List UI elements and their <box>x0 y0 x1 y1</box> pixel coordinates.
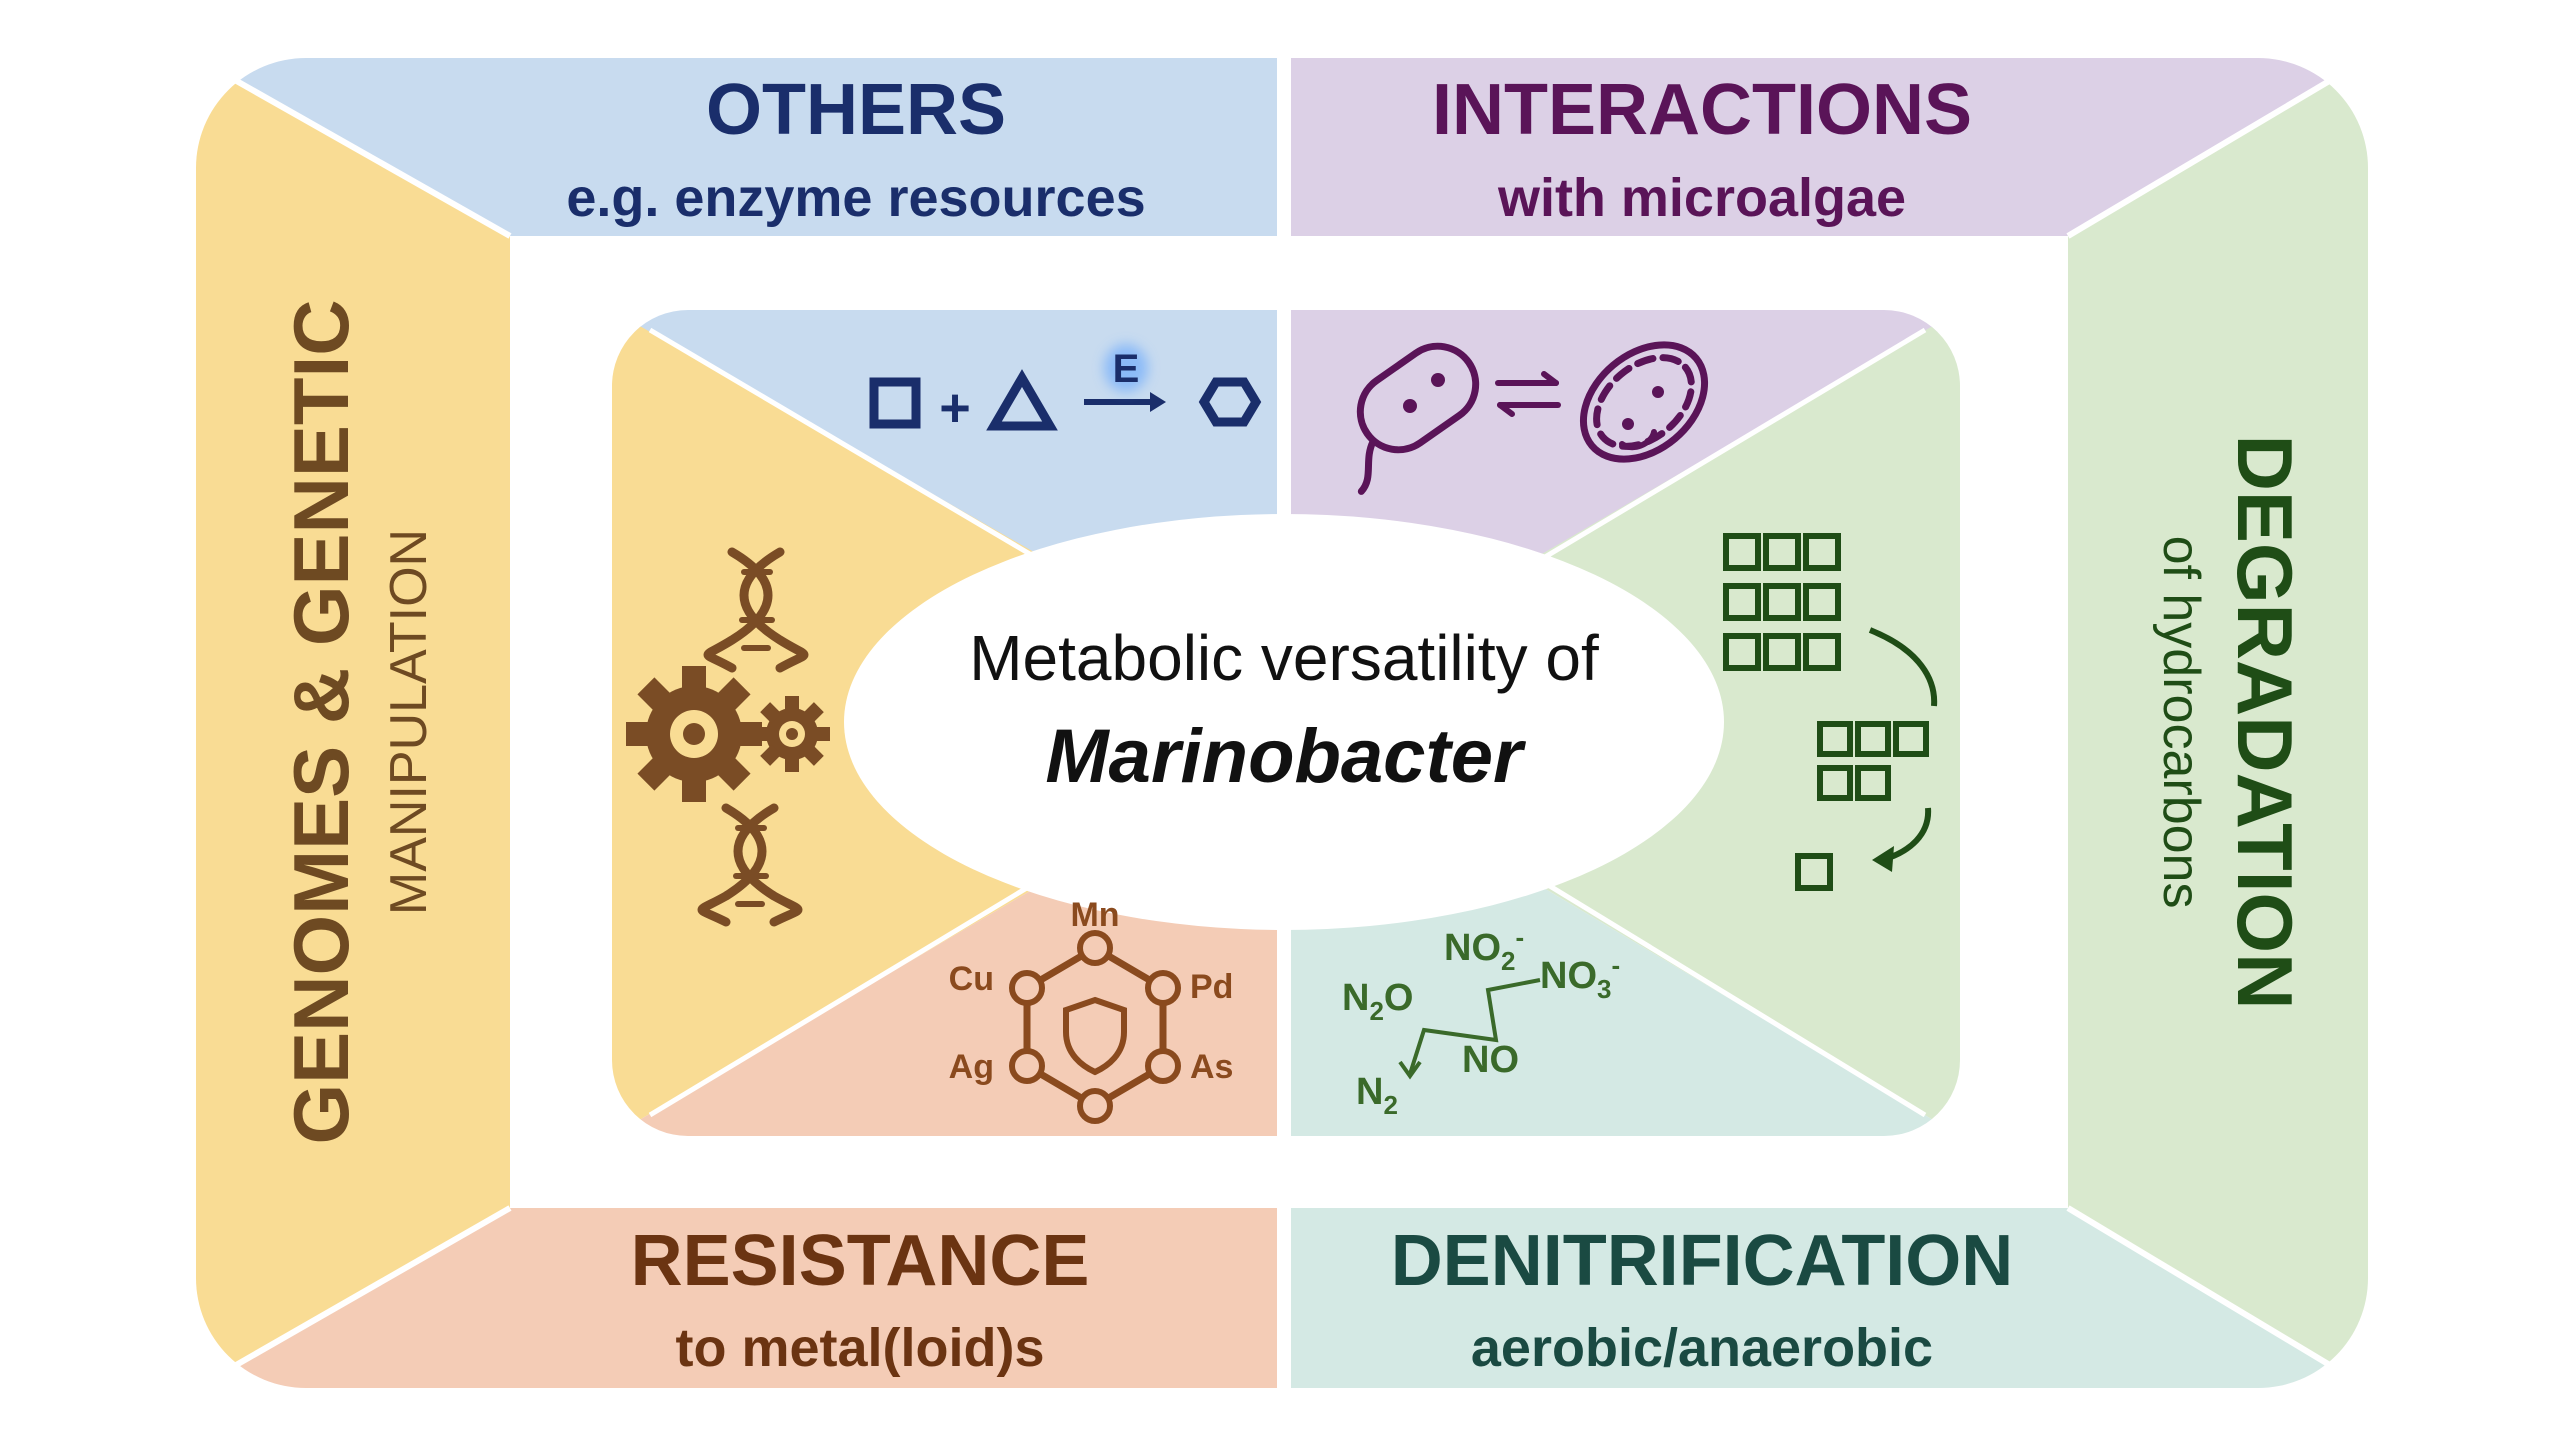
chem-n2o: N2O <box>1342 977 1413 1026</box>
gear-large-icon <box>626 666 762 802</box>
triangle-substrate-icon <box>986 369 1058 431</box>
degradation-subtitle: of hydrocarbons <box>2152 536 2210 909</box>
interactions-title: INTERACTIONS <box>1432 70 1972 150</box>
metal-resistance-icon: Mn Cu Pd Ag As <box>949 896 1233 1124</box>
node-pd <box>1145 970 1181 1006</box>
node-cu <box>1009 970 1045 1006</box>
shield-icon <box>1063 996 1127 1076</box>
enzyme-label: E <box>1113 347 1140 391</box>
metal-label-pd: Pd <box>1190 968 1233 1006</box>
denitrification-subtitle: aerobic/anaerobic <box>1471 1318 1933 1378</box>
bacterium-icon <box>1356 342 1480 495</box>
others-title: OTHERS <box>706 70 1006 150</box>
plus-sign: + <box>939 378 971 438</box>
resistance-subtitle: to metal(loid)s <box>675 1318 1044 1378</box>
interactions-subtitle: with microalgae <box>1497 168 1906 228</box>
interactions-panel <box>1291 58 2368 236</box>
others-panel <box>196 58 1277 236</box>
others-subtitle: e.g. enzyme resources <box>566 168 1145 228</box>
node-ag <box>1009 1048 1045 1084</box>
chem-no: NO <box>1462 1039 1519 1081</box>
metal-label-mn: Mn <box>1070 896 1119 934</box>
block-grid-large <box>1723 533 1841 671</box>
dna-gears-icon <box>626 547 830 927</box>
genomes-title: GENOMES & GENETIC <box>277 299 365 1144</box>
degradation-panel <box>2068 58 2368 1388</box>
metal-label-as: As <box>1190 1048 1233 1086</box>
corner-separators <box>194 55 2370 1391</box>
square-substrate-icon <box>869 377 921 429</box>
outer-frame <box>196 58 2368 1388</box>
denitrification-panel <box>1291 1208 2368 1388</box>
block-grid-medium <box>1817 721 1929 801</box>
hydrocarbon-degradation-icon <box>1723 533 1938 891</box>
center-line2: Marinobacter <box>1045 714 1527 799</box>
inner-separators <box>648 310 1927 1136</box>
nitrogen-pathway-icon: NO2- NO3- N2O NO N2 <box>1342 922 1620 1120</box>
metal-label-ag: Ag <box>949 1048 994 1086</box>
node-bottom <box>1077 1088 1113 1124</box>
enzyme-reaction-icon: + E <box>869 344 1262 438</box>
hexagon-product-icon <box>1198 377 1262 427</box>
center-ellipse <box>844 514 1724 930</box>
center-line1: Metabolic versatility of <box>969 622 1599 694</box>
inner-denitrification <box>1291 850 1960 1136</box>
resistance-panel <box>196 1208 1277 1388</box>
genomes-subtitle: MANIPULATION <box>380 529 438 915</box>
dna-bottom-icon <box>697 803 803 927</box>
degradation-title: DEGRADATION <box>2221 435 2309 1010</box>
gear-small-icon <box>754 696 830 772</box>
exchange-arrows-icon <box>1495 371 1561 417</box>
denitrification-title: DENITRIFICATION <box>1391 1221 2014 1301</box>
resistance-title: RESISTANCE <box>631 1221 1090 1301</box>
bacteria-microalgae-icon <box>1356 341 1709 495</box>
node-mn <box>1077 930 1113 966</box>
chem-no2: NO2- <box>1444 922 1524 976</box>
genomes-panel <box>196 58 510 1388</box>
dna-top-icon <box>703 547 809 673</box>
chem-no3: NO3- <box>1540 950 1620 1004</box>
metal-label-cu: Cu <box>949 960 994 998</box>
microalgae-icon <box>1579 341 1709 463</box>
node-as <box>1145 1048 1181 1084</box>
block-single <box>1795 853 1833 891</box>
chem-n2: N2 <box>1356 1071 1398 1120</box>
